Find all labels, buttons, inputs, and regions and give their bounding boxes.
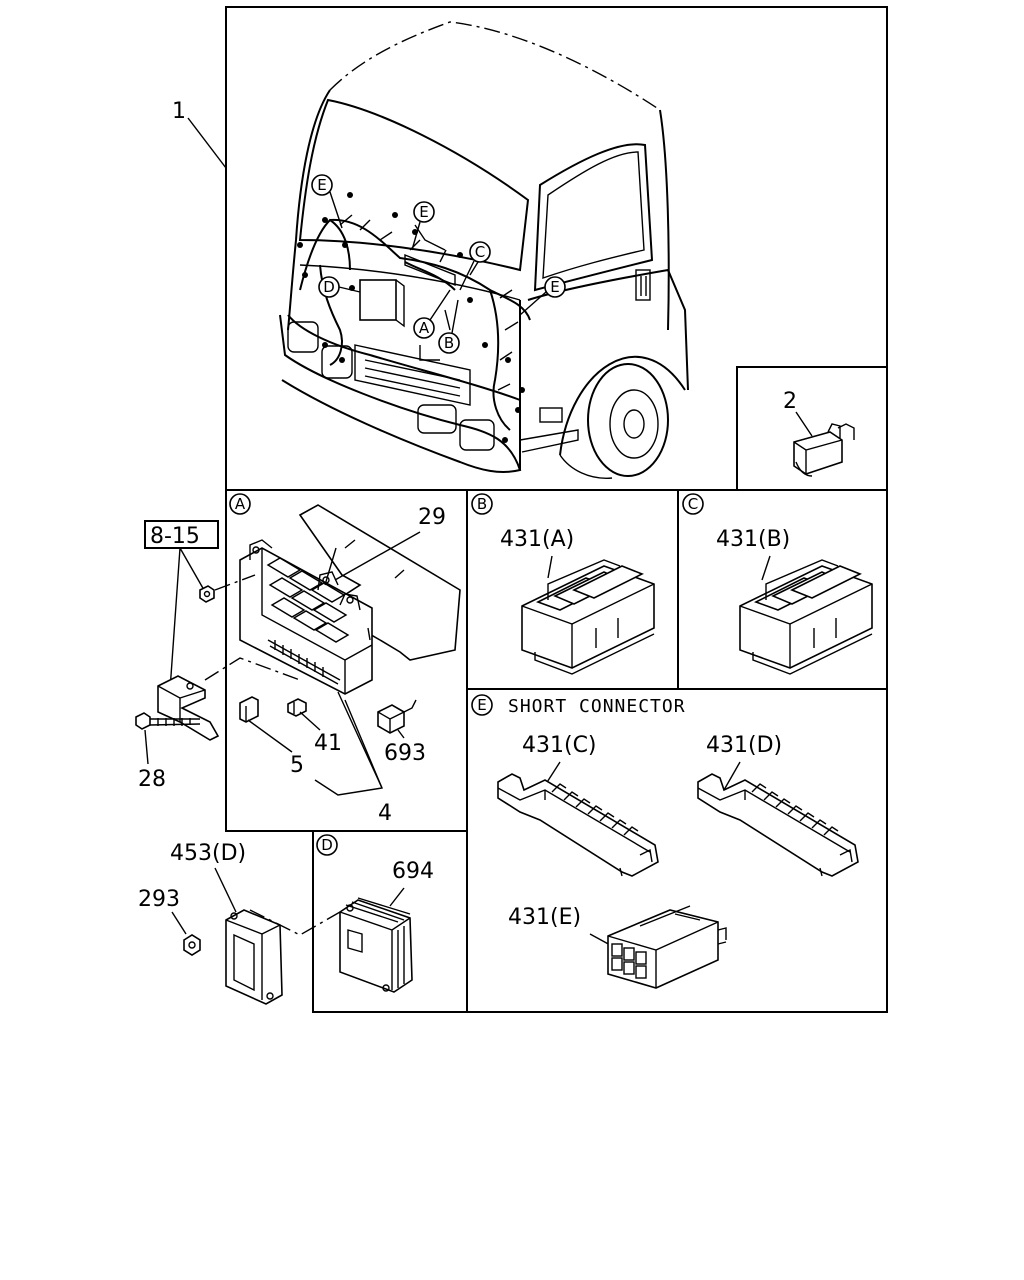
callout-5: 5 xyxy=(290,753,304,778)
callout-431d: 431(D) xyxy=(706,733,782,758)
callout-2: 2 xyxy=(783,389,797,414)
zone-marker-d: D xyxy=(323,278,335,296)
connector-431c-illustration xyxy=(497,773,659,877)
section-e-marker: E xyxy=(477,696,486,714)
callout-431b: 431(B) xyxy=(716,527,790,552)
callout-293: 293 xyxy=(138,887,180,912)
connector-431d-illustration xyxy=(697,773,859,877)
section-c-marker: C xyxy=(688,495,698,513)
zone-marker-e-center: E xyxy=(419,203,428,221)
zone-marker-b: B xyxy=(444,334,454,352)
section-d-marker: D xyxy=(321,836,333,854)
fuse-box-illustration xyxy=(239,504,461,695)
connector-431e-illustration xyxy=(607,905,727,989)
relay-2-illustration xyxy=(793,423,855,477)
zone-marker-c: C xyxy=(475,243,485,261)
callout-29: 29 xyxy=(418,505,446,530)
truck-cab-illustration xyxy=(279,21,689,479)
section-e-title: SHORT CONNECTOR xyxy=(508,696,686,717)
callout-694: 694 xyxy=(392,859,434,884)
module-694-illustration xyxy=(339,897,413,993)
connector-431b-illustration xyxy=(739,559,873,675)
callout-41: 41 xyxy=(314,731,342,756)
truck-zone-markers: E E C D E A B xyxy=(311,174,566,354)
zone-marker-a: A xyxy=(419,319,430,337)
callout-8-15: 8-15 xyxy=(150,524,200,549)
section-b-marker: B xyxy=(477,495,487,513)
callout-431a: 431(A) xyxy=(500,527,574,552)
zone-marker-e-left: E xyxy=(317,176,326,194)
callout-431e: 431(E) xyxy=(508,905,581,930)
callout-28: 28 xyxy=(138,767,166,792)
ecu-453-illustration xyxy=(183,909,283,1005)
fuse-parts-illustration xyxy=(239,696,417,734)
panel-frames xyxy=(225,6,888,1013)
callout-453d: 453(D) xyxy=(170,841,246,866)
connector-431a-illustration xyxy=(521,559,655,675)
callout-693: 693 xyxy=(384,741,426,766)
callout-431c: 431(C) xyxy=(522,733,597,758)
callout-1: 1 xyxy=(172,99,186,124)
section-a-marker: A xyxy=(235,495,246,513)
zone-marker-e-right: E xyxy=(550,278,559,296)
bracket-illustration xyxy=(135,585,220,741)
callout-4: 4 xyxy=(378,801,392,826)
